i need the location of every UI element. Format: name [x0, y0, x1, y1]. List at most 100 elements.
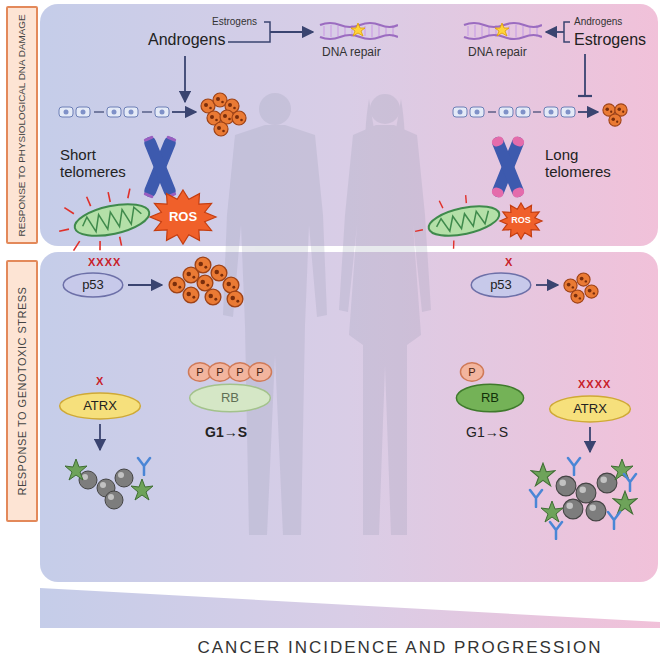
cell-chain	[544, 107, 558, 117]
mitochondrion	[108, 192, 110, 202]
hormone-label: Androgens	[574, 16, 622, 28]
immune-cell-cluster	[541, 501, 563, 522]
oval-outline	[460, 363, 483, 381]
chromosome	[490, 186, 504, 199]
cell-cycle-label: G1→S	[466, 424, 508, 440]
node-text: ROS	[511, 216, 531, 226]
male-silhouette	[223, 93, 327, 535]
chromosome	[166, 135, 176, 142]
mitochondrion	[452, 241, 456, 249]
phosphate-circle: P	[248, 362, 272, 382]
cell-chain	[59, 107, 196, 117]
female-silhouette	[339, 125, 431, 535]
cell-chain	[533, 111, 541, 112]
tumor-cell-cluster	[205, 289, 221, 305]
cell-chain	[470, 107, 484, 117]
cell-chain	[142, 111, 152, 112]
node-text: P	[236, 366, 243, 378]
chromosome	[143, 135, 153, 142]
mitochondrion	[120, 237, 122, 246]
tumor-cell-cluster	[603, 104, 627, 126]
chromosome	[490, 135, 525, 199]
mutation-marks: X	[505, 256, 513, 269]
tumor-cell-cluster	[232, 111, 246, 125]
immune-cell-cluster	[568, 458, 580, 475]
immune-cell-cluster	[65, 459, 87, 480]
node-text: P	[256, 366, 263, 378]
male-silhouette	[223, 125, 327, 535]
oval-outline	[60, 393, 141, 419]
arrow	[270, 31, 313, 33]
burst-outline	[150, 190, 216, 244]
mitochondrion	[435, 209, 491, 234]
tumor-cell-cluster	[214, 122, 228, 136]
chromosome	[511, 186, 525, 199]
cell-chain	[499, 107, 513, 117]
tumor-cell-cluster	[197, 275, 213, 291]
arrow	[536, 284, 558, 286]
oval-outline	[550, 396, 631, 422]
mutation-marks: XXXX	[88, 256, 121, 269]
cell-chain	[453, 107, 467, 117]
inhibition-line	[584, 54, 586, 96]
tumor-cell-cluster	[227, 291, 243, 307]
immune-cell-cluster	[576, 483, 596, 503]
arrow	[128, 284, 162, 286]
arrow	[184, 56, 186, 102]
immune-cell-cluster	[624, 474, 636, 491]
female-silhouette	[339, 94, 431, 535]
process-label: DNA repair	[468, 46, 527, 60]
mitochondrion	[53, 185, 154, 258]
telomere-label: Short telomeres	[60, 146, 140, 181]
immune-cell-cluster	[115, 469, 133, 487]
mitochondrion	[59, 229, 69, 231]
chromosome	[142, 135, 177, 199]
chromosome	[490, 135, 525, 199]
burst-outline	[500, 203, 542, 239]
tumor-cell-cluster	[609, 114, 621, 126]
mitochondrion	[98, 241, 102, 250]
node-text: p53	[490, 278, 512, 292]
oval-outline	[471, 273, 531, 297]
male-silhouette	[259, 93, 291, 125]
protein-oval: p53	[470, 272, 532, 298]
immune-cell-cluster	[563, 499, 583, 519]
cell-chain	[76, 107, 90, 117]
mutation-marks: X	[96, 375, 104, 388]
chromosome	[490, 135, 525, 199]
arrow	[99, 424, 101, 450]
cell-chain	[578, 111, 598, 113]
chromosome	[490, 135, 525, 199]
chromosome	[511, 135, 525, 148]
immune-cell-cluster	[138, 458, 150, 475]
mitochondrion	[81, 206, 143, 234]
node-text: RB	[481, 391, 499, 405]
immune-cell-cluster	[531, 463, 555, 486]
immune-cell-cluster	[556, 476, 576, 496]
hormone-label: Estrogens	[212, 16, 257, 28]
chromosome	[490, 135, 504, 148]
cell-chain	[94, 111, 104, 112]
protein-oval: RB	[188, 383, 272, 413]
hormone-label: Estrogens	[574, 31, 646, 49]
oval-outline	[63, 273, 123, 297]
immune-cell-cluster	[79, 471, 97, 489]
chromosome	[143, 192, 153, 199]
node-text: P	[468, 366, 475, 378]
tumor-cell-cluster	[577, 273, 590, 286]
tumor-cell-cluster	[169, 277, 185, 293]
axis-caption: CANCER INCIDENCE AND PROGRESSION	[198, 638, 603, 658]
panel-heading: RESPONSE TO PHYSIOLOGICAL DNA DAMAGE	[17, 14, 28, 236]
tumor-cell-cluster	[571, 290, 584, 303]
chromosome	[142, 135, 177, 199]
immune-cell-cluster	[105, 491, 123, 509]
bracket	[564, 22, 570, 42]
immune-cell-cluster	[530, 458, 637, 539]
inhibition-bar	[578, 95, 592, 97]
cell-chain	[59, 107, 73, 117]
mitochondrion	[439, 200, 443, 208]
arrow	[546, 31, 564, 33]
node-text: ATRX	[573, 402, 607, 416]
immune-cell-cluster	[131, 479, 153, 500]
